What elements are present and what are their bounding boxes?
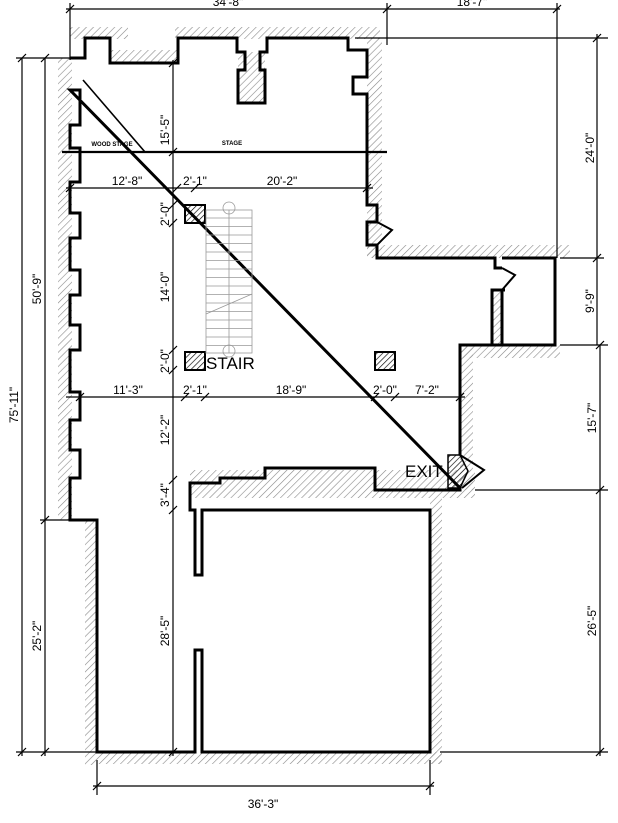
dimension-tick <box>65 183 75 193</box>
dim-left-upper: 50'-9" <box>30 274 44 305</box>
dimension-tick <box>592 253 602 263</box>
dimension-tick <box>40 515 50 525</box>
dim-row1-a: 12'-8" <box>112 174 143 188</box>
staircase <box>205 201 253 358</box>
dimension-tick <box>362 183 372 193</box>
dimension-tick <box>595 485 605 495</box>
stair-label: STAIR <box>206 354 255 373</box>
dimension-tick <box>592 33 602 43</box>
dim-row1-c: 20'-2" <box>267 174 298 188</box>
dimension-tick <box>168 505 178 515</box>
dim-right-1: 24'-0" <box>583 133 597 164</box>
door-right-room <box>501 267 517 291</box>
dim-top-right: 18'-7" <box>457 0 488 9</box>
dimension-tick <box>65 4 75 14</box>
wood-stage-label: WOOD STAGE <box>91 142 132 148</box>
stage-label: STAGE <box>222 141 242 147</box>
dim-right-4: 26'-5" <box>585 606 599 637</box>
column <box>184 204 206 224</box>
column <box>374 351 396 371</box>
dim-stage-depth: 15'-5" <box>158 115 172 146</box>
dimension-lines <box>16 3 608 795</box>
dim-col-c: 2'-0" <box>158 349 172 373</box>
dimension-tick <box>425 781 435 791</box>
dimension-tick <box>40 747 50 757</box>
dim-col-e: 3'-4" <box>158 483 172 507</box>
dimension-tick <box>595 340 605 350</box>
dimension-tick <box>168 218 178 228</box>
wall-outline-upper <box>66 36 557 754</box>
dimension-tick <box>168 365 178 375</box>
dimension-tick <box>390 392 400 402</box>
dimension-tick <box>168 200 178 210</box>
dimension-tick <box>75 392 85 402</box>
dimension-tick <box>168 747 178 757</box>
dim-col-d: 12'-2" <box>158 415 172 446</box>
dimension-tick <box>180 392 190 402</box>
dimension-tick <box>382 4 392 14</box>
dimension-tick <box>168 58 178 68</box>
dimension-tick <box>17 747 27 757</box>
dimension-tick <box>172 183 182 193</box>
dimension-tick <box>40 53 50 63</box>
dimension-tick <box>92 781 102 791</box>
exit-arrow-icon <box>447 454 469 489</box>
column <box>184 351 206 371</box>
dim-row1-b: 2'-1" <box>183 174 207 188</box>
dim-right-3: 15'-7" <box>585 403 599 434</box>
dim-left-total: 75'-11" <box>7 387 21 423</box>
wood-stage-edge <box>82 79 146 153</box>
dimension-tick <box>200 392 210 402</box>
dim-row2-a: 11'-3" <box>113 383 143 397</box>
wall-hatching <box>58 27 570 765</box>
exit-label: EXIT <box>405 462 443 481</box>
dim-row2-c: 18'-9" <box>276 383 307 397</box>
dim-row2-e: 7'-2" <box>415 383 439 397</box>
dimension-tick <box>370 392 380 402</box>
dimension-tick <box>595 747 605 757</box>
dim-col-b: 14'-0" <box>158 272 172 303</box>
dim-bottom: 36'-3" <box>248 797 279 811</box>
dim-col-f: 28'-5" <box>158 616 172 647</box>
dimension-tick <box>17 53 27 63</box>
dim-row2-b: 2'-1" <box>183 383 207 397</box>
dimension-tick <box>168 345 178 355</box>
dim-top-left: 34'-8" <box>213 0 244 9</box>
dim-left-lower: 25'-2" <box>30 621 44 652</box>
dim-col-a: 2'-0" <box>158 202 172 226</box>
exit-door <box>459 454 486 489</box>
dimension-tick <box>168 475 178 485</box>
dim-row2-d: 2'-0" <box>373 383 397 397</box>
door-upper-right <box>376 221 394 246</box>
dimension-tick <box>190 183 200 193</box>
dimension-tick <box>455 392 465 402</box>
dim-right-2: 9'-9" <box>583 289 597 313</box>
dimension-tick <box>168 147 178 157</box>
dimension-tick <box>552 4 562 14</box>
